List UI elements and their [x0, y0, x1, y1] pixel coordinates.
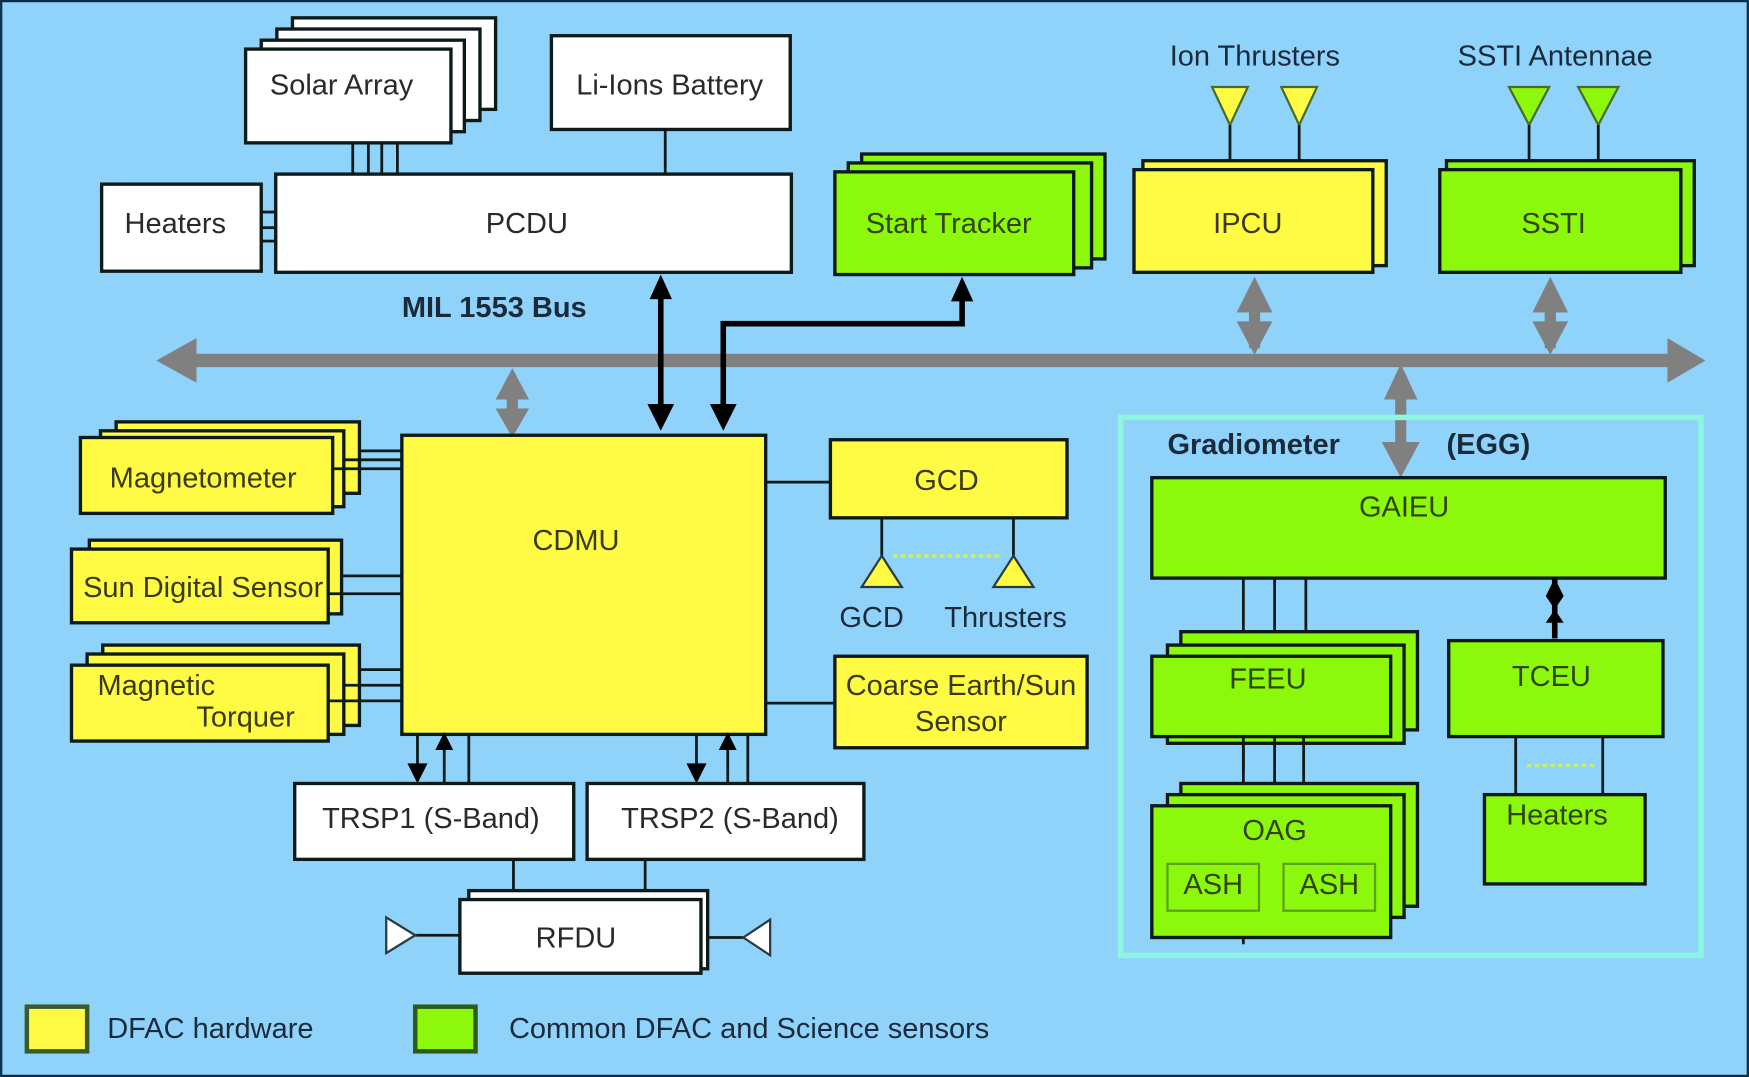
trsp-links — [407, 732, 750, 788]
ssti-label: SSTI — [1521, 208, 1585, 240]
oag-label: OAG — [1242, 815, 1306, 847]
sun-sensor-block[interactable]: Sun Digital Sensor — [69, 538, 344, 625]
gcd-thruster-label: GCD — [839, 602, 903, 634]
solar-array-wires — [351, 142, 399, 175]
ipcu-block[interactable]: IPCU — [1132, 159, 1388, 274]
thruster-icon — [1210, 85, 1250, 128]
ion-thrusters-label: Ion Thrusters — [1170, 41, 1340, 73]
rfdu-links — [385, 859, 772, 958]
thruster-icon — [991, 553, 1036, 589]
legend-label-dfac: DFAC hardware — [107, 1013, 313, 1045]
thrusters-label: Thrusters — [944, 602, 1066, 634]
rf-antenna-right-icon — [741, 917, 772, 958]
bus-arrow-left-icon — [156, 338, 197, 383]
thruster-icon — [1279, 85, 1319, 128]
tceu-label: TCEU — [1512, 661, 1591, 693]
gaieu-label: GAIEU — [1359, 492, 1449, 524]
magnetometer-block[interactable]: Magnetometer — [78, 420, 362, 516]
sun-sensor-wires — [328, 574, 402, 596]
gcd-thruster-icon — [859, 553, 904, 589]
sun-sensor-label: Sun Digital Sensor — [83, 572, 324, 604]
bus-label: MIL 1553 Bus — [402, 292, 587, 324]
ash-2-block[interactable] — [1282, 862, 1377, 912]
rfdu-block[interactable]: RFDU — [458, 888, 710, 975]
gaieu-block[interactable]: GAIEU — [1150, 476, 1667, 580]
tceu-heaters-wires — [1514, 736, 1605, 795]
gcd-thrusters — [859, 517, 1036, 589]
pcdu-block[interactable]: PCDU — [274, 172, 794, 274]
feeu-block[interactable]: FEEU — [1150, 630, 1420, 745]
heaters-egg-block[interactable]: Heaters — [1482, 792, 1647, 886]
solar-array-label: Solar Array — [270, 70, 414, 102]
trsp2-block[interactable]: TRSP2 (S-Band) — [585, 781, 866, 862]
feeu-label: FEEU — [1229, 663, 1306, 695]
star-tracker-label: Start Tracker — [866, 208, 1032, 240]
gradiometer-group — [1117, 414, 1704, 959]
magnetometer-label: Magnetometer — [110, 463, 297, 495]
battery-block[interactable]: Li-Ions Battery — [549, 34, 792, 132]
ssti-antenna-icons — [1507, 85, 1621, 172]
torquer-wires — [328, 668, 402, 703]
gcd-block[interactable]: GCD — [828, 438, 1069, 520]
heaters-egg-label: Heaters — [1506, 800, 1608, 832]
trsp1-block[interactable]: TRSP1 (S-Band) — [293, 781, 576, 862]
ash-1-block[interactable] — [1166, 862, 1261, 912]
trsp1-label: TRSP1 (S-Band) — [322, 803, 540, 835]
battery-label: Li-Ions Battery — [576, 70, 763, 102]
antenna-icon — [1576, 85, 1621, 128]
cess-label-line1: Coarse Earth/Sun — [846, 670, 1077, 702]
legend-label-science: Common DFAC and Science sensors — [509, 1013, 989, 1045]
star-tracker-block[interactable]: Start Tracker — [833, 152, 1107, 277]
gradiometer-label: Gradiometer — [1167, 429, 1339, 461]
trsp2-label: TRSP2 (S-Band) — [621, 803, 839, 835]
solar-array-block[interactable]: Solar Array — [243, 16, 498, 145]
mil-1553-bus — [156, 338, 1706, 383]
rfdu-label: RFDU — [536, 922, 617, 954]
heaters-pcdu-block[interactable]: Heaters — [99, 182, 263, 273]
ssti-block[interactable]: SSTI — [1438, 159, 1696, 274]
gaieu-tceu-link — [1545, 578, 1564, 639]
magnetometer-wires — [332, 449, 402, 471]
oag-block[interactable]: OAG ASH ASH — [1150, 781, 1420, 940]
egg-label: (EGG) — [1446, 429, 1530, 461]
pcdu-label: PCDU — [486, 208, 568, 240]
legend-swatch-science — [413, 1004, 478, 1054]
legend: DFAC hardware Common DFAC and Science se… — [24, 1004, 989, 1054]
cdmu-direct-links — [647, 274, 974, 431]
bus-arrow-right-icon — [1667, 338, 1706, 383]
gcd-label: GCD — [914, 465, 978, 497]
ipcu-label: IPCU — [1213, 208, 1282, 240]
cdmu-label: CDMU — [532, 525, 619, 557]
antenna-icon — [1507, 85, 1552, 128]
cdmu-block[interactable]: CDMU — [400, 433, 768, 737]
rf-antenna-left-icon — [385, 915, 418, 956]
legend-swatch-dfac — [24, 1004, 90, 1054]
tceu-block[interactable]: TCEU — [1447, 638, 1665, 739]
ssti-antennae-label: SSTI Antennae — [1458, 41, 1653, 73]
ash-2-label: ASH — [1299, 869, 1359, 901]
magnetic-torquer-block[interactable]: Magnetic Torquer — [69, 643, 362, 743]
ash-1-label: ASH — [1183, 869, 1243, 901]
torquer-label-line1: Magnetic — [97, 670, 215, 702]
heaters-pcdu-label: Heaters — [125, 208, 227, 240]
cess-label-line2: Sensor — [915, 706, 1007, 738]
torquer-label-line2: Torquer — [196, 701, 295, 733]
coarse-earth-sun-sensor-block[interactable]: Coarse Earth/Sun Sensor — [833, 654, 1089, 750]
